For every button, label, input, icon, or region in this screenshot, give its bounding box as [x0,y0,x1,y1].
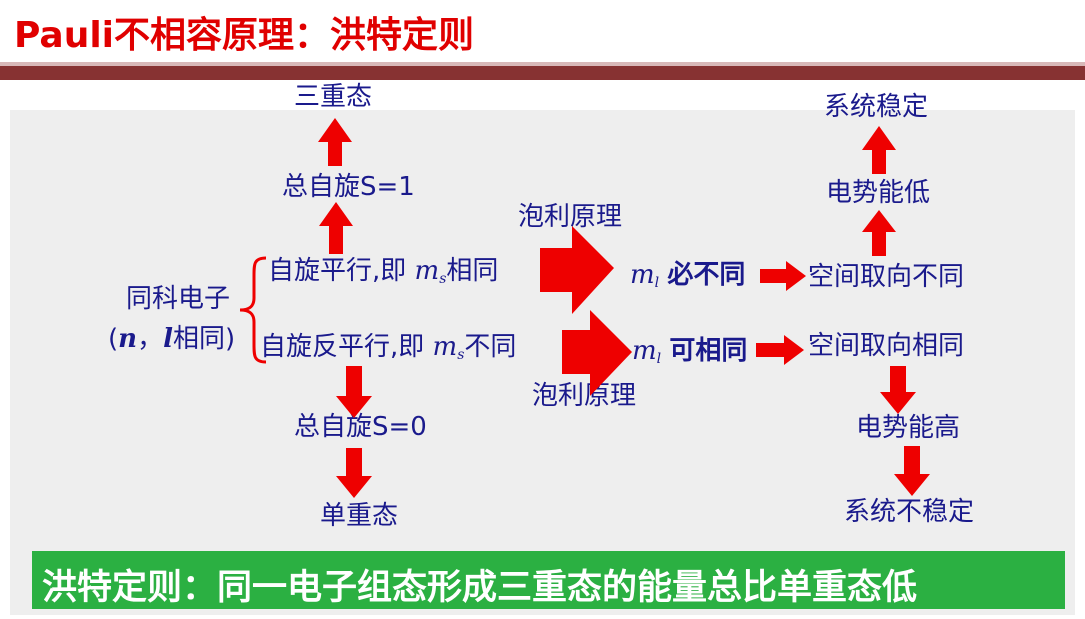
arrow-up-to-triplet [318,118,352,166]
node-spin-antiparallel: 自旋反平行,即 ms不同 [260,332,517,363]
arrow-down-to-energy-high [880,366,916,414]
arrow-down-to-spin-0 [336,366,372,418]
node-unstable: 系统不稳定 [844,497,975,527]
arrow-up-to-stable [862,126,896,174]
arrow-pauli-bottom [562,310,632,396]
arrow-down-to-singlet [336,448,372,498]
diagram-panel [10,110,1075,615]
node-pauli-top: 泡利原理 [518,202,623,232]
node-orient-diff: 空间取向不同 [808,262,965,292]
arrow-up-to-spin-1 [319,202,353,254]
arrow-up-to-energy-low [862,210,896,256]
arrow-to-orient-same [756,335,804,365]
title-underline-light [0,62,1085,66]
node-pauli-bottom: 泡利原理 [532,381,637,411]
arrow-pauli-top [540,226,614,314]
title-underline-band [0,66,1085,80]
node-triplet: 三重态 [294,82,373,112]
node-total-spin-0: 总自旋S=0 [294,412,427,442]
hund-rule-text: 洪特定则：同一电子组态形成三重态的能量总比单重态低 [42,568,918,608]
page-title: Pauli不相容原理：洪特定则 [14,15,475,56]
node-energy-low: 电势能低 [826,178,931,208]
arrow-down-to-unstable [894,446,930,496]
node-same-electron-line2: (n，l相同) [108,324,236,354]
node-same-electron-line1: 同科电子 [126,284,231,314]
node-energy-high: 电势能高 [856,413,961,443]
node-ml-must-differ: ml 必不同 [630,260,746,291]
node-total-spin-1: 总自旋S=1 [282,172,415,202]
left-brace [239,256,267,364]
arrow-to-orient-diff [760,261,806,291]
node-orient-same: 空间取向相同 [808,331,965,361]
node-ml-may-same: ml 可相同 [632,336,748,367]
node-singlet: 单重态 [320,501,399,531]
node-stable: 系统稳定 [824,92,929,122]
hund-rule-banner: 洪特定则：同一电子组态形成三重态的能量总比单重态低 [32,551,1065,609]
node-spin-parallel: 自旋平行,即 ms相同 [268,256,499,287]
